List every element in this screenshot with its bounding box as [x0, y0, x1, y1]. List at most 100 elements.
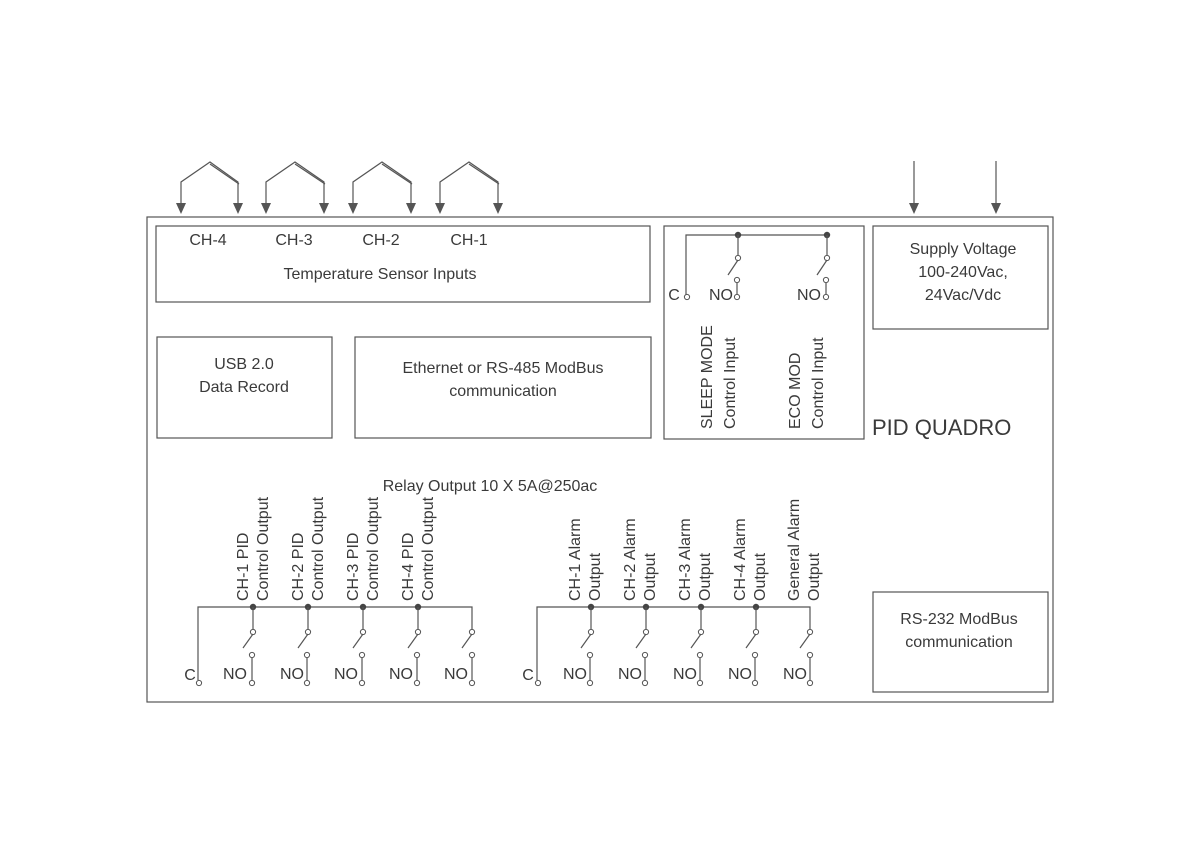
temperature-inputs-label: Temperature Sensor Inputs [284, 266, 477, 283]
contact-terminal [534, 679, 542, 687]
pid-output-label-line2: Control Output [255, 496, 272, 601]
rs232-title: RS-232 ModBus [900, 611, 1017, 628]
thermocouple-ch1-icon [435, 161, 503, 214]
relay-output-title: Relay Output 10 X 5A@250ac [383, 478, 598, 495]
control-no-label-sleep: NO [709, 287, 733, 304]
pid-output-label-line1: CH-2 PID [290, 533, 307, 601]
contact-terminal [358, 651, 366, 659]
channel-label-ch1: CH-1 [450, 232, 487, 249]
pid-output-label-line2: Control Output [310, 496, 327, 601]
alarm-output-label-line1: General Alarm [786, 499, 803, 601]
channel-label-ch3: CH-3 [275, 232, 312, 249]
pid-output-label-line1: CH-4 PID [400, 533, 417, 601]
thermocouple-ch4-icon [176, 161, 243, 214]
pid-relay-spare: NO [444, 628, 476, 687]
ethernet-title: Ethernet or RS-485 ModBus [403, 360, 604, 377]
contact-terminal [586, 651, 594, 659]
thermocouple-ch3-icon [261, 161, 329, 214]
channel-label-ch4: CH-4 [189, 232, 226, 249]
control-common-label: C [668, 287, 680, 304]
pid-relay-ch4: NO CH-4 PID Control Output [389, 496, 437, 687]
contact-terminal [248, 679, 256, 687]
contact-terminal [751, 679, 759, 687]
contact-terminal [823, 254, 831, 262]
alarm-output-label-line1: CH-1 Alarm [567, 518, 584, 601]
pid-common-label: C [184, 667, 196, 684]
contact-terminal [468, 679, 476, 687]
alarm-output-label-line2: Output [642, 552, 659, 601]
sleep-mode-label-line1: SLEEP MODE [699, 325, 716, 429]
alarm-no-label: NO [563, 666, 587, 683]
pid-output-label-line2: Control Output [365, 496, 382, 601]
alarm-output-label-line2: Output [587, 552, 604, 601]
contact-terminal [641, 651, 649, 659]
alarm-relay-ch1: NO CH-1 Alarm Output [563, 518, 604, 687]
contact-terminal [358, 679, 366, 687]
contact-terminal [195, 679, 203, 687]
thermocouple-ch2-icon [348, 161, 416, 214]
contact-terminal [822, 293, 830, 301]
contact-terminal [683, 293, 691, 301]
supply-line3: 24Vac/Vdc [925, 287, 1001, 304]
supply-arrows [909, 161, 1001, 214]
alarm-relay-ch3: NO CH-3 Alarm Output [673, 518, 714, 687]
contact-terminal [359, 628, 367, 636]
contact-terminal [696, 651, 704, 659]
contact-terminal [734, 254, 742, 262]
contact-terminal [414, 628, 422, 636]
alarm-relay-general: NO General Alarm Output [783, 499, 823, 687]
contact-terminal [303, 651, 311, 659]
alarm-no-label: NO [728, 666, 752, 683]
alarm-output-label-line2: Output [752, 552, 769, 601]
pid-relay-ch3: NO CH-3 PID Control Output [334, 496, 382, 687]
contact-terminal [249, 628, 257, 636]
thermocouple-arrows [176, 161, 503, 214]
contact-terminal [586, 679, 594, 687]
pid-no-label: NO [444, 666, 468, 683]
pid-no-label: NO [280, 666, 304, 683]
control-input-box: C NO NO SLEEP MODE Control Input ECO MOD… [663, 225, 865, 440]
pid-no-label: NO [334, 666, 358, 683]
usb-box: USB 2.0 Data Record [156, 336, 333, 439]
contact-terminal [304, 628, 312, 636]
device-title: PID QUADRO [872, 415, 1011, 440]
contact-terminal [413, 679, 421, 687]
supply-arrow-icon [991, 203, 1001, 214]
contact-terminal [733, 293, 741, 301]
contact-terminal [248, 651, 256, 659]
ethernet-box: Ethernet or RS-485 ModBus communication [354, 336, 652, 439]
contact-terminal [642, 628, 650, 636]
alarm-relay-ch4: NO CH-4 Alarm Output [728, 518, 769, 687]
contact-terminal [752, 628, 760, 636]
contact-terminal [413, 651, 421, 659]
rs232-subtitle: communication [905, 634, 1013, 651]
supply-voltage-box: Supply Voltage 100-240Vac, 24Vac/Vdc [872, 225, 1049, 330]
pid-output-label-line2: Control Output [420, 496, 437, 601]
contact-terminal [468, 628, 476, 636]
contact-terminal [641, 679, 649, 687]
alarm-relay-ch2: NO CH-2 Alarm Output [618, 518, 659, 687]
pid-output-label-line1: CH-3 PID [345, 533, 362, 601]
alarm-output-label-line1: CH-3 Alarm [677, 518, 694, 601]
sleep-mode-label-line2: Control Input [722, 337, 739, 429]
usb-subtitle: Data Record [199, 379, 289, 396]
contact-terminal [468, 651, 476, 659]
contact-terminal [587, 628, 595, 636]
supply-line2: 100-240Vac, [918, 264, 1008, 281]
contact-terminal [697, 628, 705, 636]
contact-terminal [696, 679, 704, 687]
pid-output-label-line1: CH-1 PID [235, 533, 252, 601]
ethernet-subtitle: communication [449, 383, 557, 400]
contact-terminal [751, 651, 759, 659]
contact-terminal [303, 679, 311, 687]
control-no-label-eco: NO [797, 287, 821, 304]
alarm-output-label-line2: Output [806, 552, 823, 601]
temperature-sensor-box: CH-4 CH-3 CH-2 CH-1 Temperature Sensor I… [155, 225, 651, 303]
rs232-box: RS-232 ModBus communication [872, 591, 1049, 693]
alarm-output-label-line2: Output [697, 552, 714, 601]
eco-mode-label-line1: ECO MOD [787, 353, 804, 429]
alarm-relay-group: C NO CH-1 Alarm Output NO CH-2 Alarm Out… [522, 499, 823, 687]
supply-line1: Supply Voltage [910, 241, 1017, 258]
